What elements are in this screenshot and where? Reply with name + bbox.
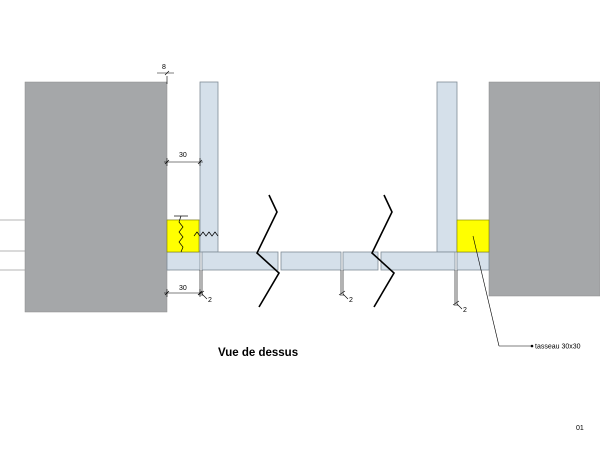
batten-label: tasseau 30x30 bbox=[535, 344, 581, 351]
break-line-left bbox=[256, 194, 281, 308]
dimension-lines bbox=[157, 70, 463, 310]
panel-segment-3 bbox=[342, 251, 379, 271]
panel-segment-edge bbox=[166, 251, 201, 271]
panel-segment-2 bbox=[280, 251, 342, 271]
dim-joint-left-label: 2 bbox=[208, 297, 212, 304]
break-line-right bbox=[371, 194, 396, 308]
dim-width-bottom-label: 30 bbox=[179, 285, 187, 292]
horizontal-panels bbox=[166, 251, 490, 271]
sheet-number: 01 bbox=[576, 425, 584, 432]
batten-leader bbox=[472, 235, 534, 348]
dim-gap-label: 8 bbox=[162, 64, 166, 71]
screw-icon bbox=[174, 215, 219, 253]
panel-segment-4 bbox=[380, 251, 456, 271]
dim-joint-middle-label: 2 bbox=[349, 297, 353, 304]
break-lines bbox=[256, 194, 396, 308]
panel-segment-5 bbox=[456, 251, 490, 271]
view-title: Vue de dessus bbox=[218, 347, 298, 359]
dim-joint-right-label: 2 bbox=[463, 307, 467, 314]
right-wall bbox=[488, 81, 600, 297]
right-vertical-panel bbox=[436, 81, 458, 253]
left-vertical-panel bbox=[199, 81, 219, 253]
left-wall bbox=[24, 81, 168, 313]
dim-width-top-label: 30 bbox=[179, 152, 187, 159]
panel-segment-1 bbox=[201, 251, 279, 271]
